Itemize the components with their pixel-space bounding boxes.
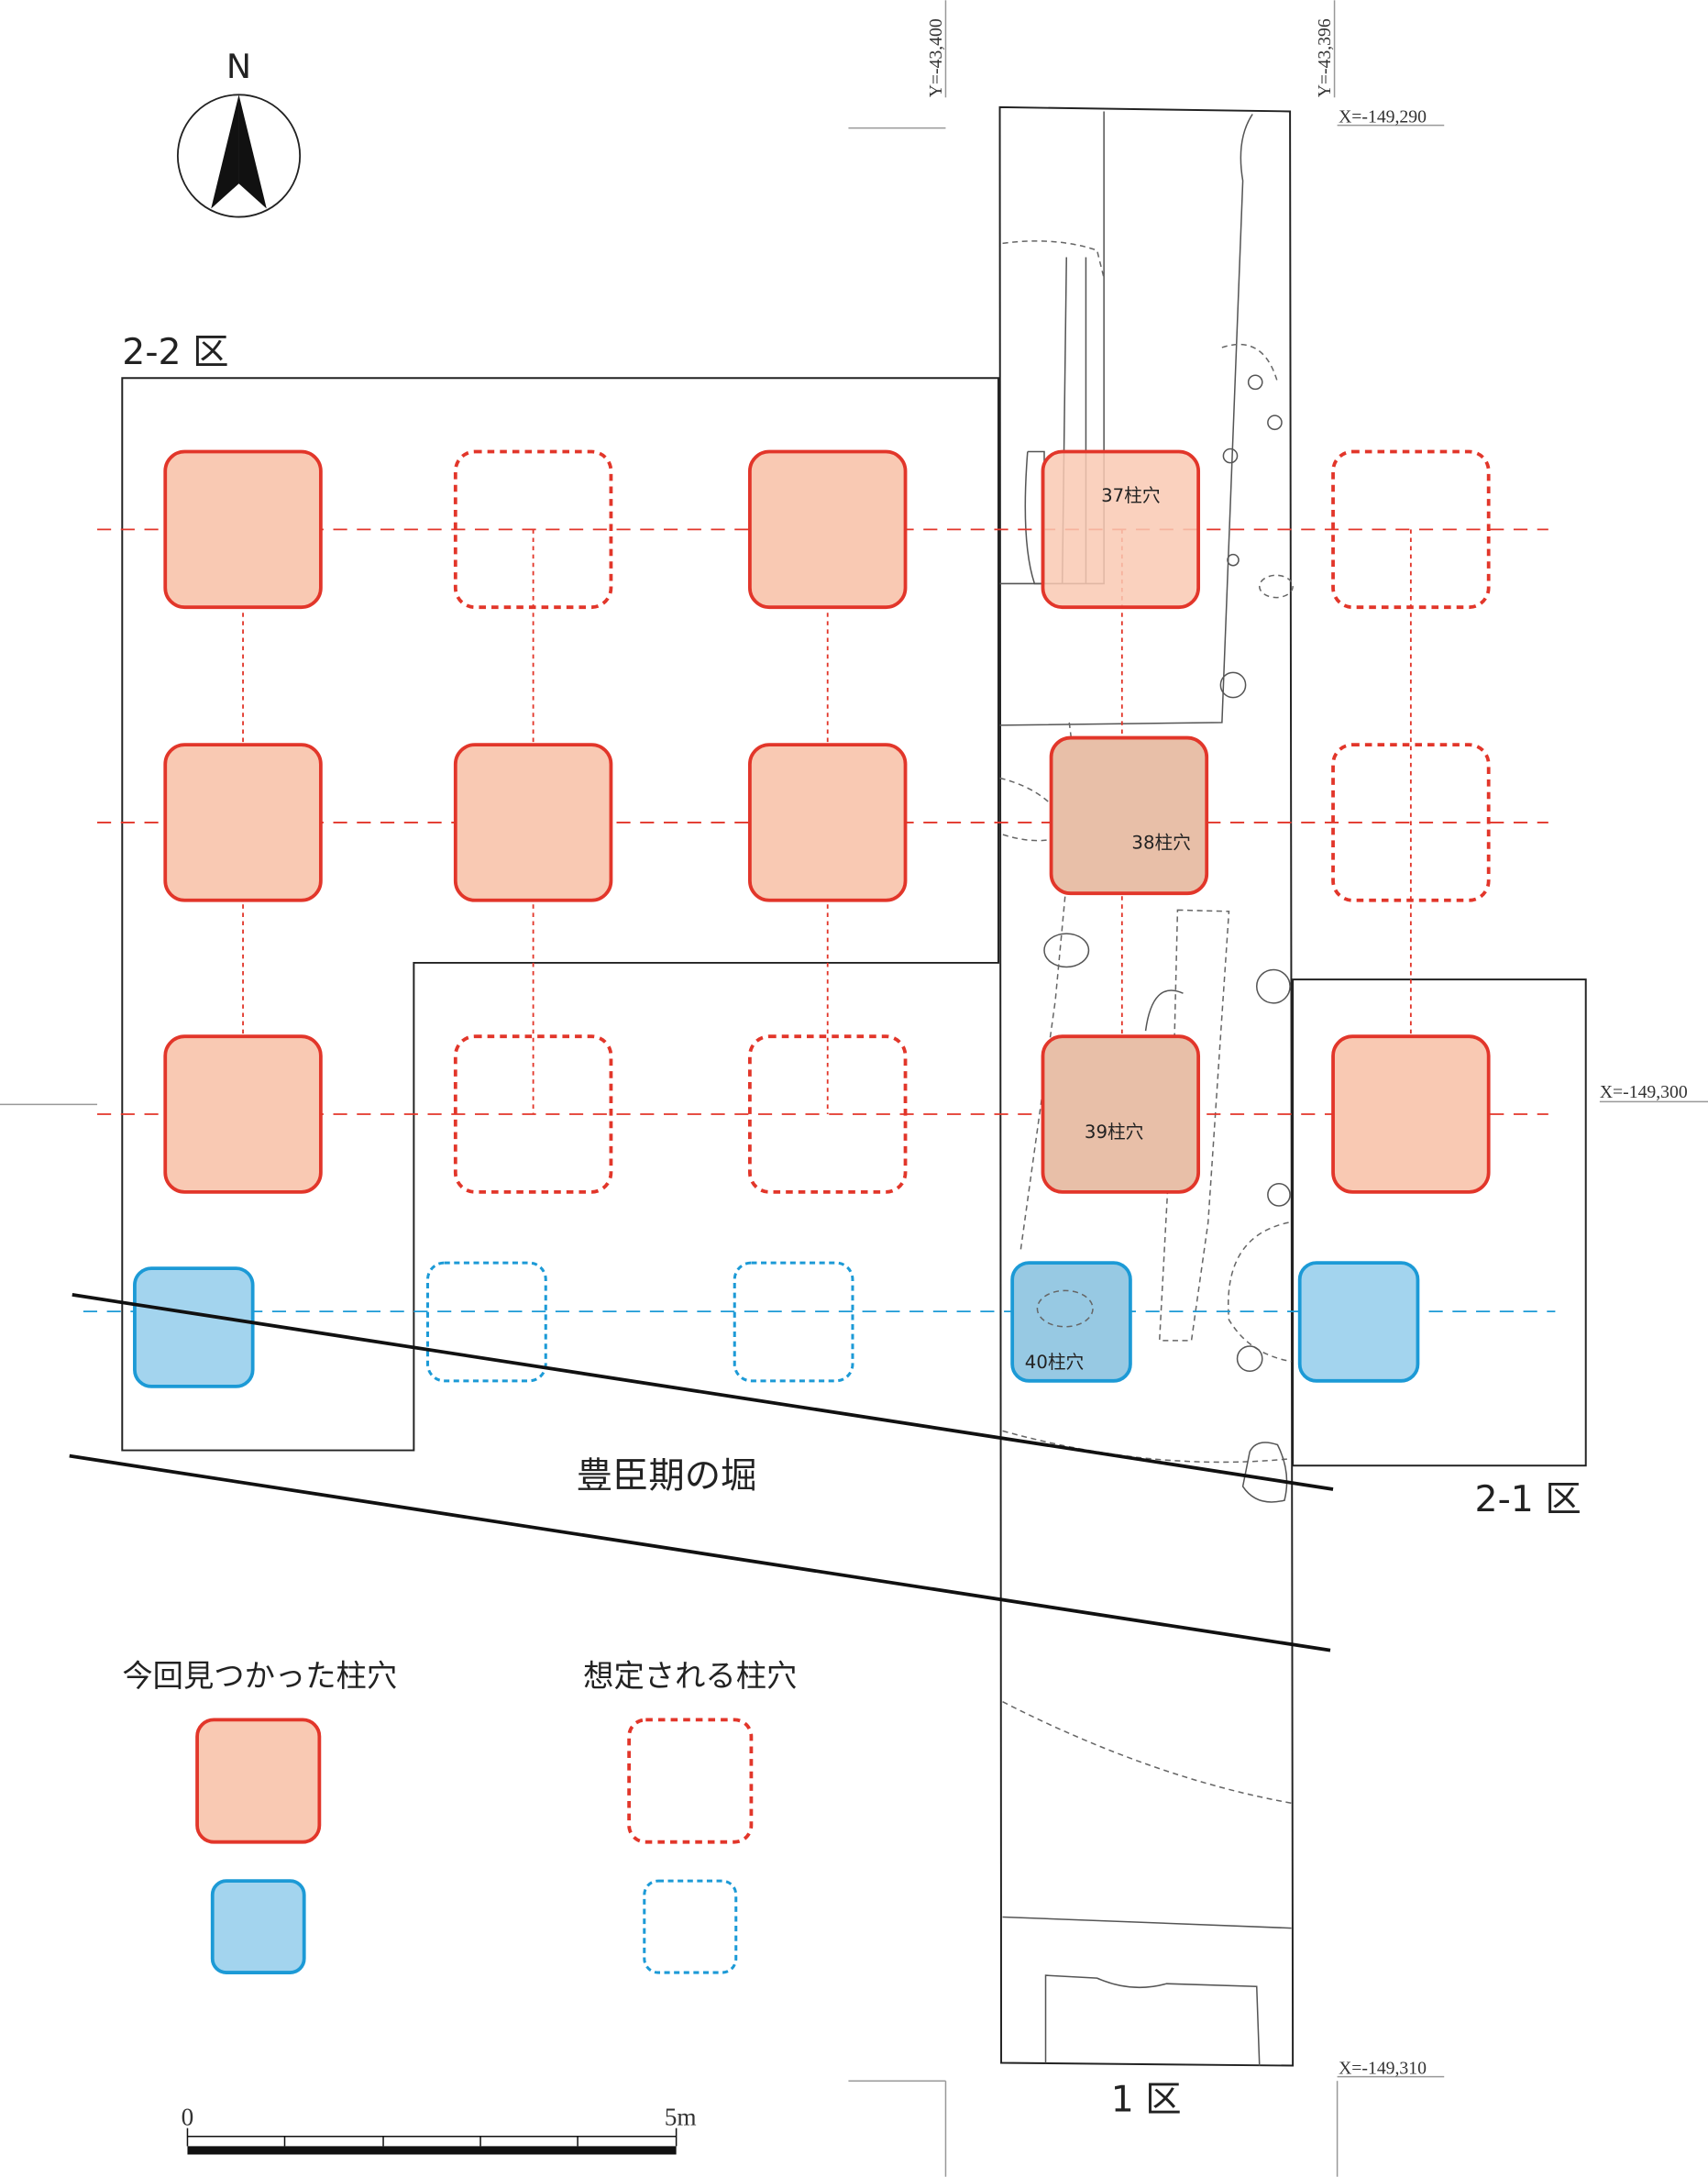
posthole-found — [1331, 1034, 1491, 1194]
legend-found-label: 今回見つかった柱穴 — [122, 1658, 397, 1694]
posthole-39 — [1041, 1034, 1201, 1194]
posthole-found — [748, 449, 908, 610]
area-2-2-label: 2-2 区 — [122, 331, 228, 373]
coord-y-43396: Y=-43,396 — [1315, 18, 1335, 97]
scale-bar — [186, 2127, 678, 2155]
posthole-expected — [1331, 449, 1491, 610]
area-2-1-outline — [1292, 978, 1587, 1467]
posthole-37 — [1041, 449, 1201, 610]
legend-found-blue — [210, 1879, 306, 1974]
legend: 今回見つかった柱穴 想定される柱穴 — [122, 1658, 797, 1974]
posthole-found-blue — [133, 1266, 255, 1388]
posthole-found — [163, 1034, 323, 1194]
legend-expected-blue — [643, 1879, 738, 1974]
posthole-38 — [1049, 735, 1209, 896]
posthole-found — [163, 449, 323, 610]
legend-expected-label: 想定される柱穴 — [583, 1658, 797, 1694]
posthole-found — [453, 743, 613, 902]
legend-found-red — [195, 1718, 322, 1844]
posthole-expected — [748, 1034, 908, 1194]
posthole-39-label: 39柱穴 — [1085, 1122, 1143, 1143]
scale-start-label: 0 — [182, 2104, 194, 2131]
posthole-37-label: 37柱穴 — [1101, 485, 1160, 506]
moat-label: 豊臣期の堀 — [577, 1454, 757, 1497]
posthole-expected-blue — [425, 1261, 547, 1383]
north-arrow-icon — [176, 94, 302, 218]
moat-lines — [69, 1293, 1334, 1652]
posthole-found-blue — [1297, 1261, 1420, 1383]
north-label: N — [226, 47, 251, 86]
coord-y-43400: Y=-43,400 — [926, 18, 946, 97]
postholes — [133, 449, 1491, 1388]
posthole-expected — [453, 1034, 613, 1194]
posthole-expected — [453, 449, 613, 610]
posthole-expected-blue — [733, 1261, 854, 1383]
legend-expected-red — [627, 1718, 754, 1844]
posthole-40 — [1010, 1261, 1132, 1383]
area-2-2-outline — [121, 377, 1000, 1452]
posthole-found — [748, 743, 908, 902]
area-1-trench — [998, 105, 1295, 2067]
posthole-38-label: 38柱穴 — [1131, 833, 1190, 854]
area-1-label: 1 区 — [1111, 2079, 1182, 2121]
posthole-expected — [1331, 743, 1491, 902]
coord-x-149310: X=-149,310 — [1339, 2059, 1427, 2079]
area-2-1-label: 2-1 区 — [1475, 1478, 1581, 1520]
coord-x-149300: X=-149,300 — [1600, 1082, 1688, 1102]
posthole-found — [163, 743, 323, 902]
grid-lines — [83, 528, 1556, 1313]
posthole-40-label: 40柱穴 — [1025, 1352, 1084, 1373]
coord-x-149290: X=-149,290 — [1339, 107, 1427, 127]
scale-end-label: 5m — [665, 2104, 697, 2131]
